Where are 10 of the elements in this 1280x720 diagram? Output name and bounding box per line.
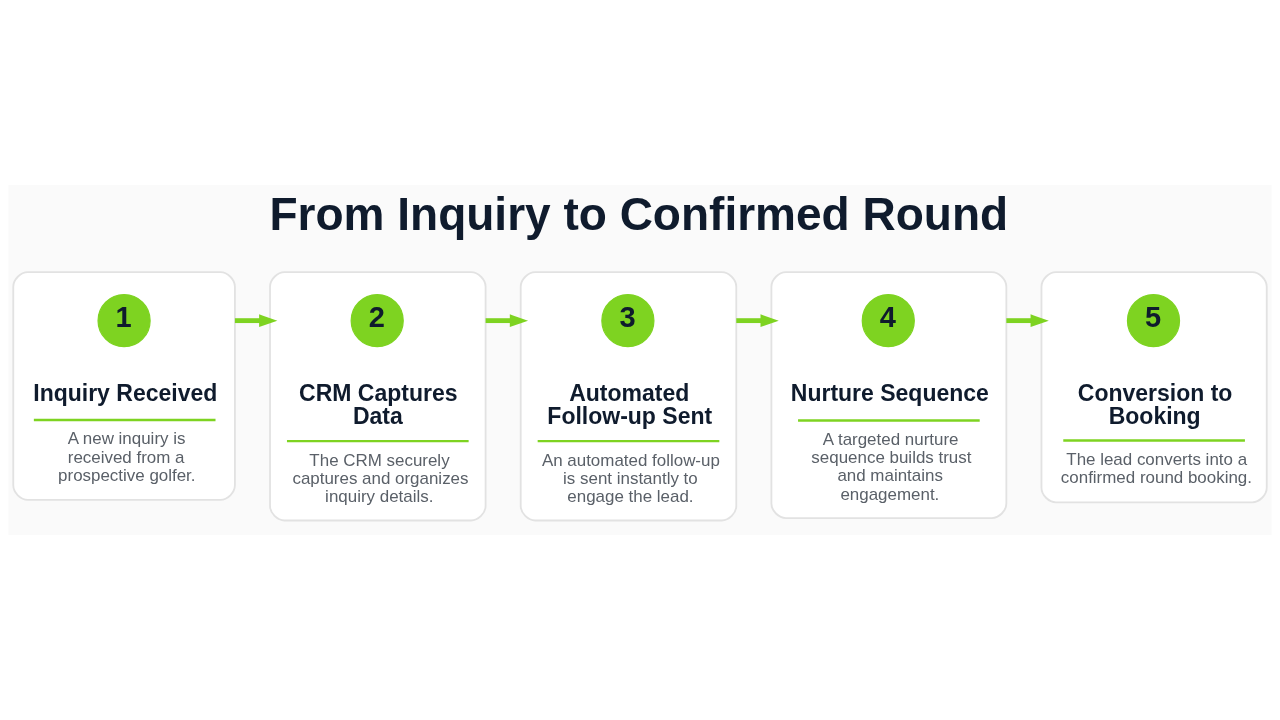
node-circle: 2	[350, 294, 404, 348]
node-circle: 4	[861, 294, 915, 348]
arrow	[234, 314, 278, 328]
diagram-title: From Inquiry to Confirmed Round	[269, 188, 1009, 241]
arrow	[736, 314, 779, 328]
node-circle: 3	[601, 294, 655, 348]
arrow	[1006, 314, 1049, 328]
node-circle: 5	[1126, 294, 1181, 348]
node-circle: 1	[97, 294, 151, 348]
arrow	[485, 314, 529, 328]
